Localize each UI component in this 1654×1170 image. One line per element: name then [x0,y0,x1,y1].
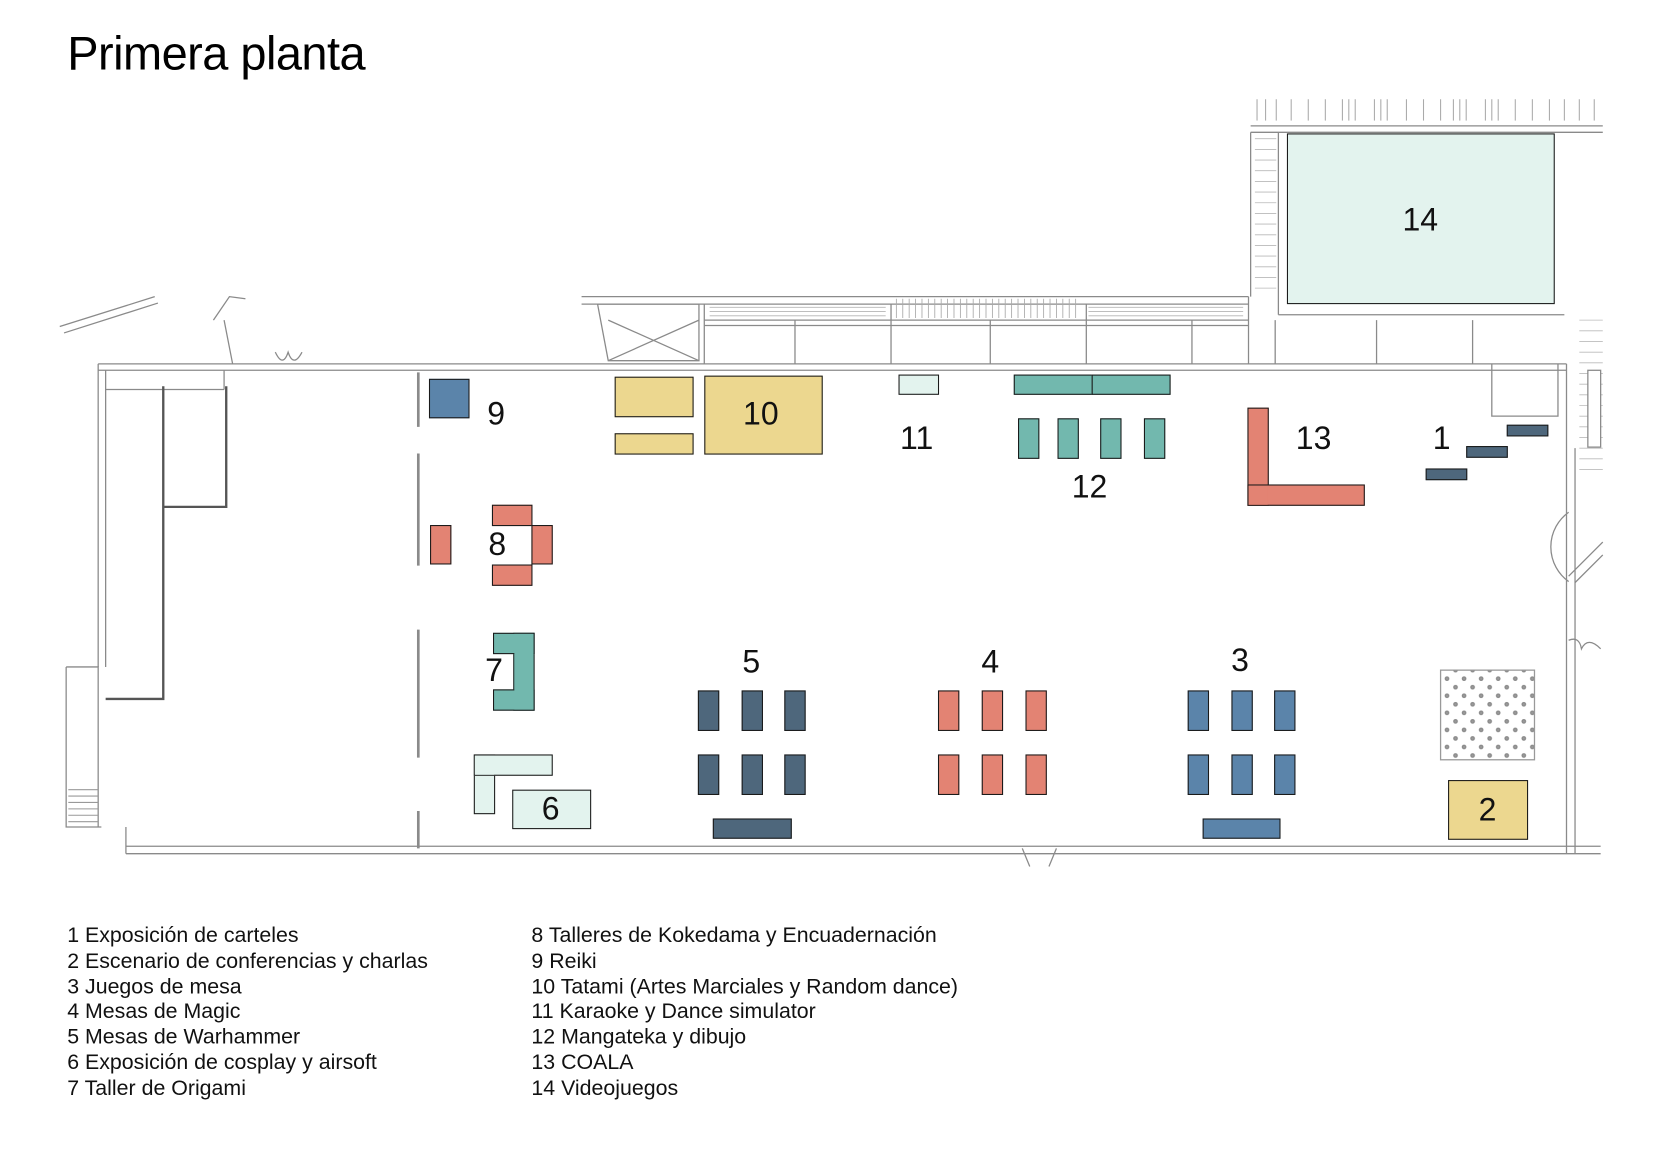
zone-5-warhammer-table[interactable] [697,754,720,795]
stairwell-outline [105,386,228,701]
zone-1-cartel-panel[interactable] [1425,468,1468,481]
building-south-wall [125,845,1601,855]
zone-12-mangateka-table-long-2[interactable] [1091,374,1171,395]
zone-4-magic-table[interactable] [937,690,960,731]
legend-item: 7 Taller de Origami [67,1076,246,1100]
legend-item: 10 Tatami (Artes Marciales y Random danc… [531,974,959,999]
zone-4-magic-table[interactable] [1025,690,1047,731]
legend-item: 2 Escenario de conferencias y charlas [67,949,428,973]
legend-column-1: 1 Exposición de carteles 2 Escenario de … [67,924,428,1102]
zone-4-magic-table[interactable] [937,754,960,795]
zone-6-cosplay-joint [475,755,494,775]
corridor-hatch [895,298,1077,318]
zone-label-6: 6 [541,791,560,828]
page-title: Primera planta [67,27,366,81]
zone-10-tatami-main[interactable] [704,375,823,455]
interior-room-wall [105,370,225,391]
zone-12-mangateka-table[interactable] [1143,418,1166,459]
zone-label-5: 5 [742,644,761,680]
zone-10-tatami-block-2[interactable] [614,433,694,455]
zone-6-cosplay-main[interactable] [512,789,592,830]
building-outer-wall [98,363,1567,371]
zone-label-2: 2 [1478,792,1497,829]
legend-item: 12 Mangateka y dibujo [531,1025,747,1050]
zone-label-14: 14 [1402,202,1439,238]
legend-item: 8 Talleres de Kokedama y Encuadernación [531,924,937,948]
legend-column-2: 8 Talleres de Kokedama y Encuadernación … [531,924,958,1102]
zone-5-warhammer-table[interactable] [741,690,763,731]
dotted-area [1439,669,1536,761]
zone-3-juegos-table[interactable] [1231,690,1253,731]
zone-8-taller-table[interactable] [491,564,533,586]
zone-7-origami-joint [514,634,534,710]
zone-4-magic-table[interactable] [981,690,1004,731]
zone-3-juegos-long-table[interactable] [1202,818,1281,839]
zone-1-cartel-panel[interactable] [1506,424,1549,437]
zone-label-10: 10 [743,396,779,433]
zone-5-warhammer-table[interactable] [741,754,763,795]
zone-label-11: 11 [900,421,934,457]
zone-5-warhammer-table[interactable] [784,690,806,731]
legend-item: 9 Reiki [531,949,597,973]
zone-label-9: 9 [487,396,506,433]
zone-2-escenario[interactable] [1448,780,1529,840]
zone-10-tatami-block-1[interactable] [614,376,694,418]
zone-8-taller-table[interactable] [430,525,452,565]
floor-plan-drawing [59,99,1604,867]
zone-13-coala-horizontal[interactable] [1247,484,1365,506]
zone-label-3: 3 [1231,643,1249,679]
legend-item: 6 Exposición de cosplay y airsoft [67,1051,377,1075]
zone-label-1: 1 [1432,421,1451,457]
zone-5-warhammer-table[interactable] [697,690,720,731]
building-west-wall [97,363,107,667]
zone-1-cartel-panel[interactable] [1466,446,1508,458]
zone-4-magic-table[interactable] [1025,754,1047,795]
zone-label-7: 7 [485,653,503,689]
zone-8-taller-table[interactable] [491,504,533,527]
zone-label-12: 12 [1071,469,1108,505]
zone-label-4: 4 [981,644,1000,680]
legend-item: 1 Exposición de carteles [67,924,299,948]
zone-8-taller-table[interactable] [531,525,553,565]
zone-5-warhammer-long-table[interactable] [712,818,792,839]
zone-label-13: 13 [1295,421,1332,457]
legend-item: 11 Karaoke y Dance simulator [531,1000,816,1024]
zone-13-coala-joint [1248,485,1268,505]
zone-14-videojuegos[interactable] [1286,133,1555,305]
zone-12-mangateka-table-long-1[interactable] [1013,374,1093,395]
zone-3-juegos-table[interactable] [1187,690,1210,731]
legend-item: 14 Videojuegos [531,1076,679,1100]
zone-label-8: 8 [488,527,507,563]
legend-item: 3 Juegos de mesa [67,974,242,999]
legend-item: 4 Mesas de Magic [67,1000,241,1024]
zone-11-karaoke[interactable] [898,374,940,395]
zone-3-juegos-table[interactable] [1274,690,1296,731]
zone-4-magic-table[interactable] [981,754,1004,795]
zone-12-mangateka-table[interactable] [1018,418,1040,459]
zone-3-juegos-table[interactable] [1187,754,1210,795]
zone-5-warhammer-table[interactable] [784,754,806,795]
zone-3-juegos-table[interactable] [1274,754,1296,795]
zone-3-juegos-table[interactable] [1231,754,1253,795]
zone-12-mangateka-table[interactable] [1057,418,1079,459]
legend-item: 13 COALA [531,1051,634,1075]
legend-item: 5 Mesas de Warhammer [67,1025,301,1050]
zone-12-mangateka-table[interactable] [1100,418,1122,459]
zone-9-reiki[interactable] [428,378,470,419]
